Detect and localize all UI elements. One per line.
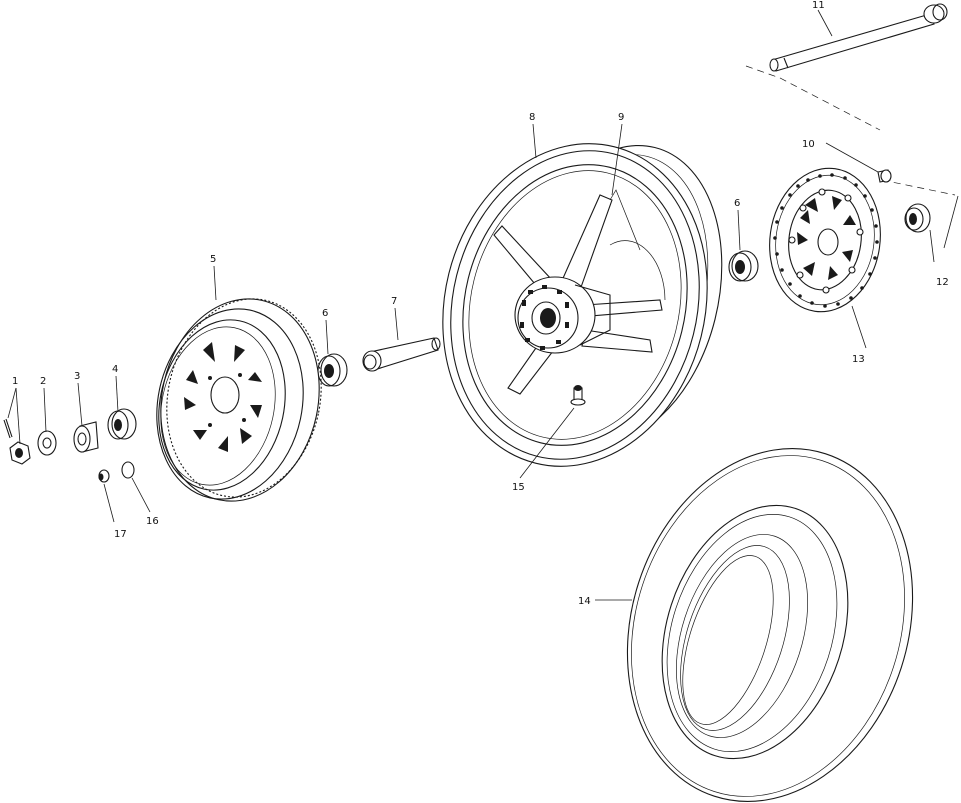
- part-6-bearing-left-label: 6: [322, 308, 328, 319]
- bearing-6-left: [317, 353, 348, 387]
- part-13-brake-disc-label: 13: [852, 354, 865, 365]
- part-labels: 1 2 3 4 5 6 7 8 9 6 10 11 12 13 14 15 16…: [12, 0, 949, 607]
- part-15-valve-label: 15: [512, 482, 525, 493]
- axle-11: [769, 3, 948, 72]
- washer-16: [121, 461, 135, 479]
- part-1-nut-label: 1: [12, 376, 18, 387]
- spacer-3: [73, 421, 99, 453]
- part-10-bolt-label: 10: [802, 139, 815, 150]
- bearing-4: [107, 408, 137, 440]
- part-3-spacer-label: 3: [74, 371, 80, 382]
- part-14-tire-label: 14: [578, 596, 591, 607]
- bearing-6-right: [728, 250, 759, 282]
- part-6-bearing-right-label: 6: [734, 198, 740, 209]
- sprocket-5: [156, 298, 322, 502]
- brake-disc-13: [769, 167, 881, 313]
- part-8-wheel-label: 8: [529, 112, 535, 123]
- part-4-bearing-label: 4: [112, 364, 118, 375]
- nut-1: [3, 418, 31, 465]
- part-2-washer-label: 2: [40, 376, 46, 387]
- part-9-wheel-rim-label: 9: [618, 112, 624, 123]
- axle-spacer-7: [362, 337, 441, 372]
- spacer-12: [904, 203, 931, 233]
- bolt-10: [877, 169, 892, 183]
- part-11-axle-label: 11: [812, 0, 825, 11]
- tire-14: [626, 448, 914, 802]
- washer-2: [37, 430, 57, 456]
- part-12-spacer-label: 12: [936, 277, 949, 288]
- bushing-17: [98, 469, 110, 483]
- leader-lines: [7, 9, 959, 601]
- wheel-8: [442, 143, 723, 467]
- part-17-bushing-label: 17: [114, 529, 127, 540]
- part-16-washer-label: 16: [146, 516, 159, 527]
- part-5-sprocket-label: 5: [210, 254, 216, 265]
- part-7-axle-spacer-label: 7: [391, 296, 397, 307]
